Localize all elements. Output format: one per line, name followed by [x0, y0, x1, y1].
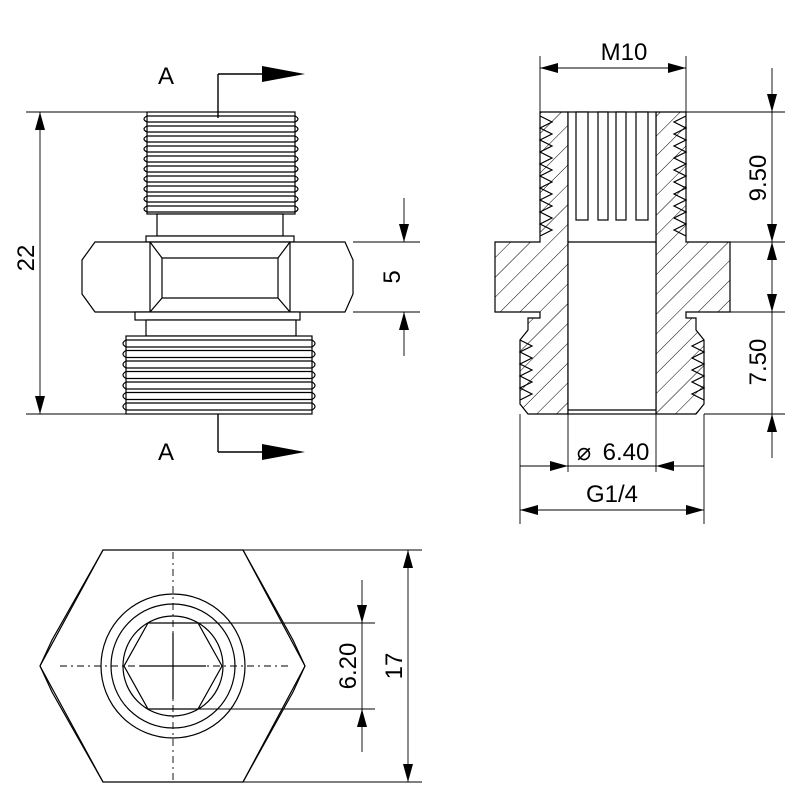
thread-groove	[143, 115, 299, 123]
thread-groove	[143, 165, 299, 173]
dimension-thread-bottom-text: G1/4	[586, 481, 638, 508]
thread-groove	[122, 402, 316, 411]
thread-groove	[122, 339, 316, 348]
section-marker-bottom	[217, 414, 305, 460]
dimension-hex-bore-text: 6.20	[335, 643, 362, 690]
thread-groove	[143, 125, 299, 133]
section-marker-top	[217, 66, 305, 118]
thread-groove	[143, 175, 299, 183]
thread-groove	[143, 205, 299, 213]
dimension-across-flats-text: 17	[381, 653, 408, 680]
dimension-hex-bore: 6.20	[198, 580, 375, 752]
dimension-thread-top-text: M10	[601, 39, 648, 66]
thread-groove	[122, 381, 316, 390]
thread-groove	[143, 195, 299, 203]
thread-groove	[143, 145, 299, 153]
dimension-bore-text: 6.40	[603, 439, 650, 466]
thread-groove	[143, 135, 299, 143]
section-label-bottom: A	[158, 439, 174, 466]
dimension-across-flats: 17	[243, 549, 422, 783]
bore-diameter-symbol: ⌀	[577, 439, 591, 466]
hex-nut	[81, 241, 354, 313]
thread-groove	[143, 185, 299, 193]
lower-thread	[122, 311, 316, 415]
dimension-bore: ⌀ 6.40	[520, 414, 704, 472]
thread-groove	[122, 391, 316, 401]
top-view: 6.20 17	[39, 549, 422, 783]
front-view: A A 22 5	[13, 63, 420, 466]
dimension-nut-height-text: 5	[379, 270, 406, 283]
dimension-overall-height: 22	[13, 111, 147, 415]
section-view: M10 9.50 7.50 ⌀ 6.40	[494, 39, 785, 524]
thread-groove	[143, 155, 299, 163]
dimension-thread-bottom: G1/4	[519, 414, 705, 524]
upper-thread	[143, 111, 299, 243]
dimension-thread-top: M10	[539, 39, 687, 112]
dimension-upper-length-text: 9.50	[745, 155, 772, 202]
dimension-overall-height-text: 22	[13, 245, 40, 272]
section-label-top: A	[158, 63, 174, 90]
dimension-lengths: 9.50 7.50	[686, 68, 785, 458]
thread-groove	[122, 360, 316, 369]
thread-groove	[122, 370, 316, 380]
dimension-lower-length-text: 7.50	[745, 339, 772, 386]
thread-groove	[122, 349, 316, 359]
dimension-nut-height: 5	[353, 198, 420, 356]
